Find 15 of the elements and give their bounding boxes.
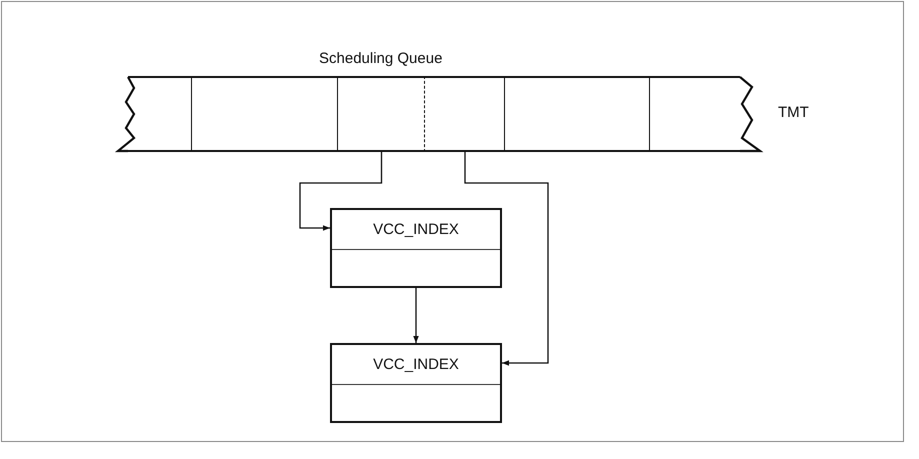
- queue-title: Scheduling Queue: [319, 50, 442, 67]
- queue-side-label: TMT: [778, 104, 809, 121]
- queue-slot: [192, 76, 338, 152]
- queue-slot: [650, 76, 740, 152]
- queue-slot: [128, 76, 192, 152]
- queue-slot: [338, 76, 425, 152]
- record-box: [330, 343, 502, 423]
- arrow: [413, 288, 419, 343]
- queue-slot: [425, 76, 505, 152]
- field-name: VCC_INDEX: [373, 356, 459, 373]
- field-name: VCC_INDEX: [373, 221, 459, 238]
- arrow: [464, 152, 549, 366]
- queue-slot: [505, 76, 650, 152]
- arrow: [299, 152, 382, 231]
- record-box: [330, 208, 502, 288]
